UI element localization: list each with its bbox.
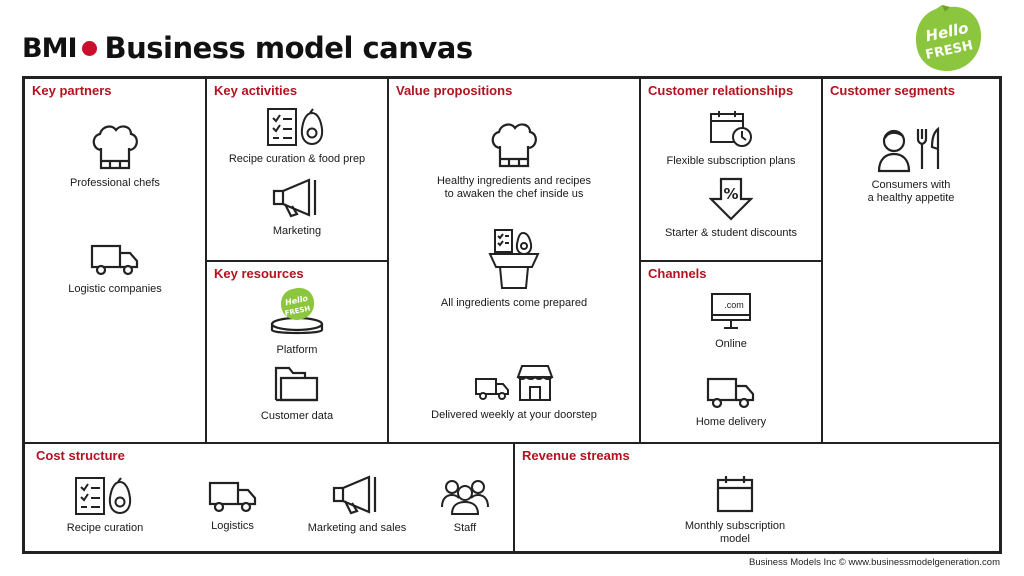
bmi-logo-dot [81,40,97,56]
item-recipe-curation: Recipe curation [45,476,165,535]
item-label-line1: Healthy ingredients and recipes [436,175,592,187]
item-professional-chefs: Professional chefs [25,123,205,190]
delivery-truck-icon [208,481,256,513]
block-key-resources: Key resources Hello FRESH Platform Custo… [206,261,388,443]
screen-text: .com [724,300,744,310]
truck-and-house-icon [475,365,554,401]
discount-arrow-icon: % [709,177,753,221]
item-label-line2: model [720,533,750,545]
megaphone-icon [272,178,317,218]
megaphone-icon [332,475,377,515]
block-revenue-streams: Revenue streams Monthly subscription mod… [514,443,1000,552]
block-customer-relationships: Customer relationships Flexible subscrip… [640,78,822,261]
item-monthly-subscription: Monthly subscription model [635,474,835,546]
item-marketing: Marketing [207,177,387,238]
item-label: Professional chefs [70,177,160,189]
page-title: Business model canvas [104,31,474,65]
item-label: Healthy ingredients and recipes to awake… [437,175,591,201]
item-online: .com Online [641,292,821,351]
item-staff: Staff [425,474,505,535]
item-label: Customer data [260,410,334,422]
item-label: Home delivery [695,416,767,428]
item-label: Starter & student discounts [664,227,798,239]
item-label: Recipe curation [66,522,144,534]
bmi-logo: BMI [22,32,77,64]
block-title: Key activities [214,83,298,98]
ingredient-box-icon [488,229,540,289]
footer-credit: Business Models Inc © www.businessmodelg… [749,557,1000,568]
item-label: Delivered weekly at your doorstep [431,409,597,421]
block-key-activities: Key activities Recipe curation & food pr… [206,78,388,261]
item-ingredients-prepared: All ingredients come prepared [389,227,639,310]
item-label: Online [715,338,747,350]
item-label-line1: Monthly subscription [684,520,786,532]
block-title: Channels [648,266,707,281]
person-with-cutlery-icon [877,126,940,173]
block-customer-segments: Customer segments Consumers with a healt… [822,78,1000,443]
delivery-truck-icon [90,244,139,276]
staff-group-icon [441,480,489,515]
item-customer-data: Customer data [207,364,387,423]
item-label: Flexible subscription plans [666,155,796,167]
item-starter-student-discounts: % Starter & student discounts [641,177,821,240]
discount-symbol: % [723,185,738,203]
item-platform: Hello FRESH Platform [207,286,387,357]
item-label: All ingredients come prepared [440,297,588,309]
item-label: Staff [453,522,477,534]
item-healthy-ingredients: Healthy ingredients and recipes to awake… [389,121,639,201]
item-recipe-curation-food-prep: Recipe curation & food prep [207,107,387,166]
item-home-delivery: Home delivery [641,376,821,429]
item-label-line1: Consumers with [871,179,951,191]
business-model-canvas: Key partners Professional chefs Logistic… [22,76,1002,554]
item-label: Logistics [211,520,254,532]
block-title: Customer segments [830,83,955,98]
item-label: Recipe curation & food prep [228,153,366,165]
item-label: Marketing and sales [307,522,407,534]
block-value-propositions: Value propositions Healthy ingredients a… [388,78,640,443]
item-label: Marketing [272,225,322,237]
block-channels: Channels .com Online Home delivery [640,261,822,443]
block-title: Customer relationships [648,83,794,98]
hellofresh-platform-icon: Hello FRESH [270,287,324,335]
item-consumers: Consumers with a healthy appetite [823,125,999,205]
calendar-clock-icon [710,111,752,147]
item-label: Monthly subscription model [685,520,785,546]
folder-icon [274,366,319,402]
block-title: Cost structure [36,448,125,463]
item-flexible-subscription-plans: Flexible subscription plans [641,109,821,168]
calendar-icon [716,476,754,513]
item-logistic-companies: Logistic companies [25,243,205,296]
block-title: Key partners [32,83,112,98]
item-logistics: Logistics [175,480,290,533]
item-marketing-and-sales: Marketing and sales [297,474,417,535]
delivery-truck-icon [706,377,755,409]
block-key-partners: Key partners Professional chefs Logistic… [24,78,206,443]
block-title: Key resources [214,266,304,281]
recipe-checklist-icon [267,108,324,146]
item-label-line2: a healthy appetite [867,192,955,204]
item-label: Consumers with a healthy appetite [868,179,955,205]
block-title: Revenue streams [522,448,630,463]
chef-hat-icon [491,123,537,168]
chef-hat-icon [92,125,138,170]
item-label: Platform [276,344,318,356]
item-label: Logistic companies [68,283,162,295]
computer-monitor-icon: .com [711,293,751,329]
block-title: Value propositions [396,83,513,98]
canvas-header: BMI Business model canvas [22,28,473,68]
hellofresh-logo: Hello FRESH [915,5,982,72]
block-cost-structure: Cost structure Recipe curation Logistics [24,443,514,552]
item-delivered-weekly: Delivered weekly at your doorstep [389,363,639,422]
item-label-line2: to awaken the chef inside us [444,188,584,200]
recipe-checklist-icon [75,477,132,515]
